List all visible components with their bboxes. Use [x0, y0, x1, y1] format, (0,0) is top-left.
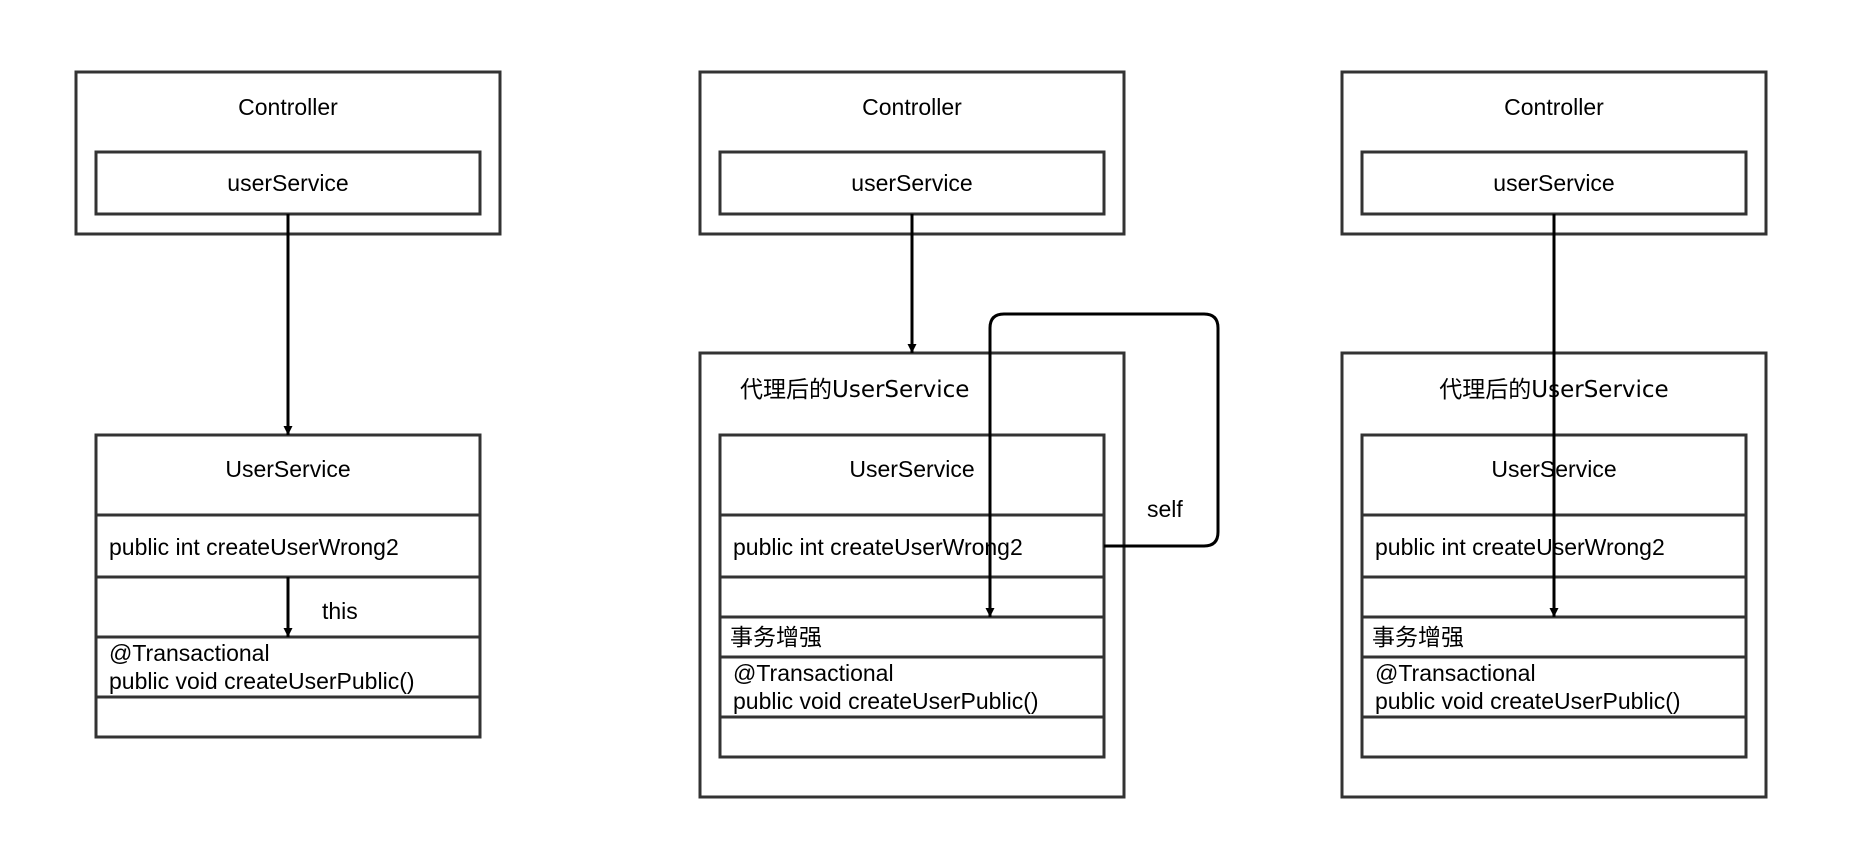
diagram-1: Controller userService UserService publi… [74, 70, 502, 739]
call-label: self [1147, 496, 1183, 522]
user-service-class-label: UserService [225, 456, 350, 482]
transactional-method-row [718, 655, 1106, 719]
diagram-2: Controller userService 代理后的UserService U… [698, 70, 1220, 799]
controller-label: Controller [1504, 94, 1604, 120]
controller-label: Controller [238, 94, 338, 120]
annotation-label: @Transactional [733, 660, 894, 686]
user-service-class-label: UserService [849, 456, 974, 482]
user-service-field-box [94, 150, 482, 216]
self-call-arrow [985, 312, 1220, 617]
proxy-label: 代理后的UserService [740, 377, 969, 403]
call-label: this [322, 598, 358, 624]
user-service-field-box [1360, 150, 1748, 216]
user-service-field-label: userService [1493, 170, 1614, 196]
method-label: public int createUserWrong2 [1375, 534, 1665, 560]
annotation-label: @Transactional [1375, 660, 1536, 686]
method-label: public int createUserWrong2 [109, 534, 399, 560]
target-method-label: public void createUserPublic() [1375, 688, 1681, 714]
empty-row [94, 695, 482, 739]
target-method-label: public void createUserPublic() [109, 668, 415, 694]
empty-row [718, 715, 1106, 759]
transactional-method-row [1360, 655, 1748, 719]
user-service-field-label: userService [851, 170, 972, 196]
method-row [718, 513, 1106, 579]
method-row [94, 513, 482, 579]
transactional-method-row [94, 635, 482, 699]
controller-label: Controller [862, 94, 962, 120]
target-method-label: public void createUserPublic() [733, 688, 1039, 714]
enhancement-label: 事务增强 [1372, 625, 1464, 651]
enhancement-label: 事务增强 [730, 625, 822, 651]
empty-row [1360, 715, 1748, 759]
diagram-3: Controller userService 代理后的UserService U… [1340, 70, 1768, 799]
method-label: public int createUserWrong2 [733, 534, 1023, 560]
user-service-field-label: userService [227, 170, 348, 196]
annotation-label: @Transactional [109, 640, 270, 666]
spacer-row [718, 575, 1106, 619]
